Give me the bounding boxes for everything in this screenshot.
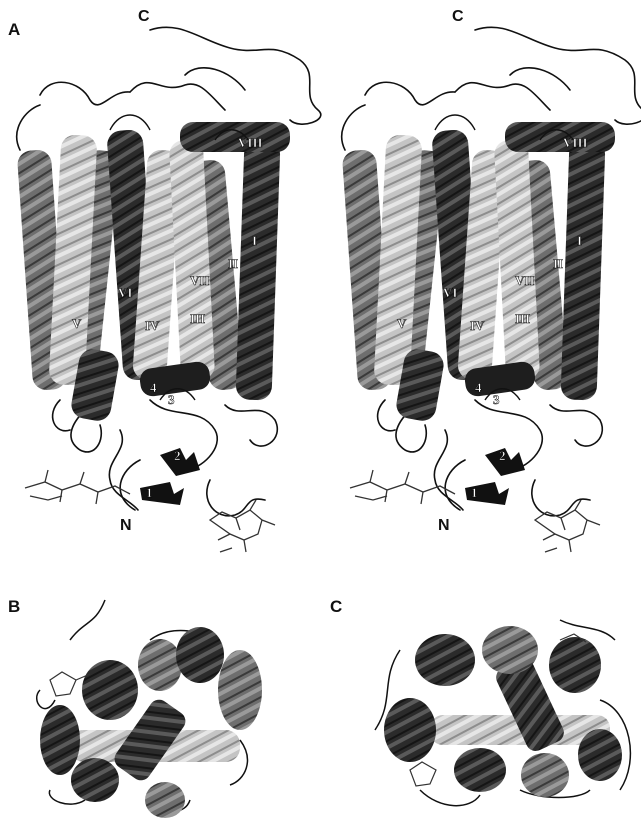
strand-label-1-right: 1 (471, 485, 478, 500)
helix-label-iii-left: III (190, 311, 205, 326)
helix-label-i-right: I (577, 233, 582, 248)
strand-label-2-left: 2 (174, 448, 181, 463)
strand-label-3-left: 3 (168, 392, 175, 407)
helix-label-ii-right: II (553, 256, 563, 271)
helix-label-vii-right: VII (515, 273, 535, 288)
helix-label-vii-left: VII (190, 273, 210, 288)
helix-label-iv-left: IV (145, 318, 160, 333)
helix-label-viii-left: VIII (238, 135, 263, 150)
helix-label-ii-left: II (228, 256, 238, 271)
panel-c-bottom-view (375, 620, 630, 806)
strand-label-4-right: 4 (475, 380, 482, 395)
helix-label-vi-right: VI (443, 285, 457, 300)
strand-label-3-right: 3 (493, 392, 500, 407)
helix-label-iv-right: IV (470, 318, 485, 333)
strand-label-4-left: 4 (150, 380, 157, 395)
stereo-view-left (17, 27, 321, 552)
helix-label-v-right: V (397, 316, 407, 331)
strand-label-1-left: 1 (146, 485, 153, 500)
helix-label-iii-right: III (515, 311, 530, 326)
stereo-view-right (342, 27, 641, 552)
helix-label-v-left: V (72, 316, 82, 331)
helix-label-i-left: I (252, 233, 257, 248)
helix-label-viii-right: VIII (563, 135, 588, 150)
panel-b-top-view (37, 600, 262, 818)
helix-label-vi-left: VI (118, 285, 132, 300)
strand-label-2-right: 2 (499, 448, 506, 463)
